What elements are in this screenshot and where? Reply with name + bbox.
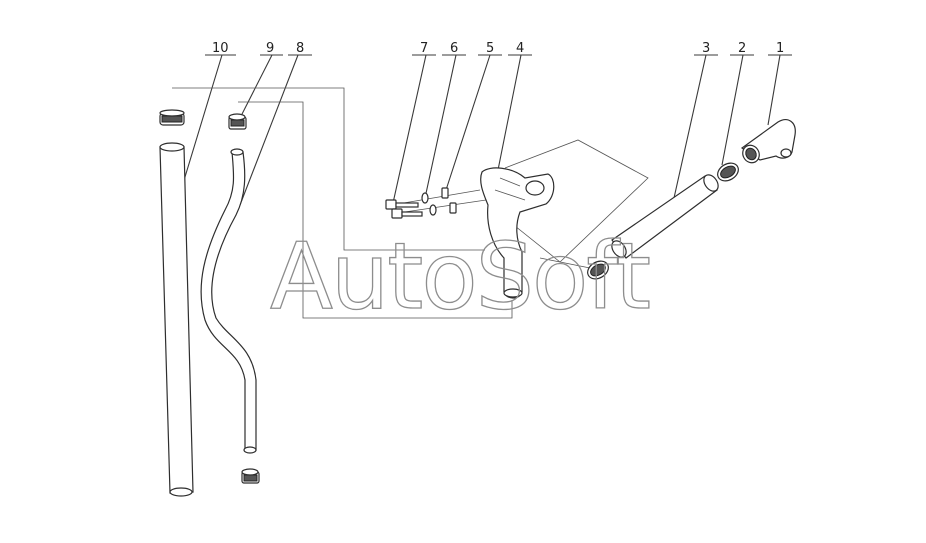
callout-8: 8 [296,41,304,56]
part-3-hose [611,174,719,259]
part-8-curved-hose [200,148,257,454]
callout-7: 7 [420,41,428,56]
callout-1: 1 [776,41,784,56]
part-6-washer-icon [421,192,437,216]
part-2-lower-clamp-icon [587,260,609,280]
callout-3: 3 [702,41,710,56]
callout-numbers: 10 9 8 7 6 5 4 3 2 1 [212,41,784,56]
part-5-nut-icon [441,187,457,214]
callout-6: 6 [450,41,458,56]
callout-10: 10 [212,41,229,56]
callout-2: 2 [738,41,746,56]
part-2-clamp-icon [717,162,739,182]
part-1-elbow-connector [740,119,796,164]
part-4-filler-bracket [480,167,555,299]
part-10-clamp-icon [159,109,185,126]
callout-5: 5 [486,41,494,56]
watermark: AutoSoft [270,223,649,330]
part-7-bolt-icon [385,199,423,219]
callout-4: 4 [516,41,524,56]
callout-9: 9 [266,41,274,56]
part-9-lower-clamp-icon [241,468,260,484]
callout-leaders [177,54,792,206]
part-10-long-hose [159,142,194,497]
part-9-clamp-icon [228,113,247,130]
